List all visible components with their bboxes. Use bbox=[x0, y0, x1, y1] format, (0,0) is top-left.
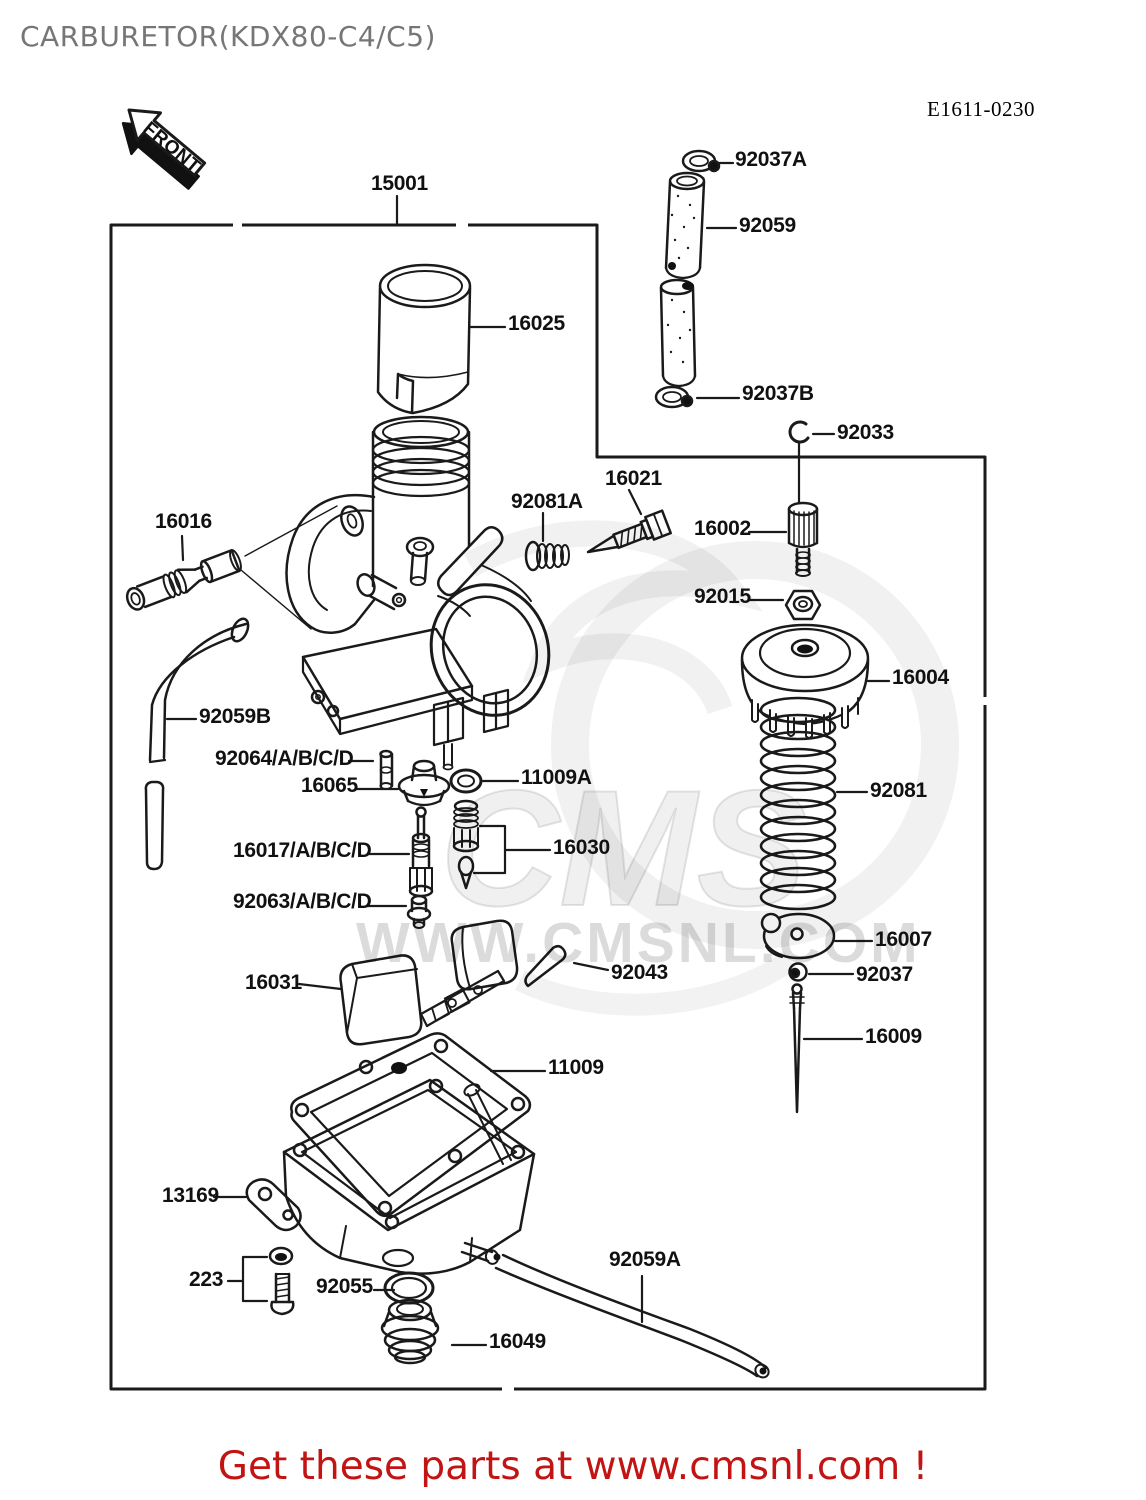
part-label-92037[interactable]: 92037 bbox=[856, 963, 913, 986]
throttle-valve-16025-drawing bbox=[376, 263, 472, 415]
jet-16030-drawing bbox=[452, 799, 480, 890]
part-label-92081[interactable]: 92081 bbox=[870, 779, 927, 802]
part-label-92059A[interactable]: 92059A bbox=[609, 1248, 681, 1271]
part-label-92063-A-B-C-D[interactable]: 92063/A/B/C/D bbox=[233, 890, 372, 913]
part-label-92043[interactable]: 92043 bbox=[611, 961, 668, 984]
part-label-92059B[interactable]: 92059B bbox=[199, 705, 271, 728]
part-label-13169[interactable]: 13169 bbox=[162, 1184, 219, 1207]
border-dash-gaps bbox=[233, 220, 990, 1394]
part-label-92015[interactable]: 92015 bbox=[694, 585, 751, 608]
watermark-site-text: WWW.CMSNL.COM bbox=[356, 911, 921, 975]
carburetor-body-drawing bbox=[285, 415, 551, 771]
oring-11009A-drawing bbox=[449, 768, 483, 794]
part-label-16065[interactable]: 16065 bbox=[301, 774, 358, 797]
diagram-code: E1611-0230 bbox=[927, 97, 1036, 121]
part-label-16009[interactable]: 16009 bbox=[865, 1025, 922, 1048]
needle-16009-drawing bbox=[789, 983, 805, 1114]
part-label-16004[interactable]: 16004 bbox=[892, 666, 949, 689]
hose-92059A-drawing bbox=[494, 1253, 770, 1379]
part-label-92037B[interactable]: 92037B bbox=[742, 382, 814, 405]
spring-92081A-drawing bbox=[524, 540, 570, 572]
hose-92059B-drawing bbox=[144, 617, 250, 871]
spring-92081-drawing bbox=[759, 696, 837, 911]
part-label-16002[interactable]: 16002 bbox=[694, 517, 751, 540]
assembly-boundary-box bbox=[109, 223, 987, 1391]
part-label-92033[interactable]: 92033 bbox=[837, 421, 894, 444]
seat-16065-drawing bbox=[397, 759, 451, 807]
part-label-92081A[interactable]: 92081A bbox=[511, 490, 583, 513]
plate-16007-drawing bbox=[760, 912, 836, 960]
watermark: CMS WWW.CMSNL.COM bbox=[356, 520, 959, 1016]
nut-92015-drawing bbox=[784, 589, 822, 621]
part-label-15001[interactable]: 15001 bbox=[371, 172, 428, 195]
watermark-logo-text: CMS bbox=[440, 756, 807, 940]
air-screw-16021-drawing bbox=[586, 509, 672, 554]
part-label-92059[interactable]: 92059 bbox=[739, 214, 796, 237]
part-label-92064-A-B-C-D[interactable]: 92064/A/B/C/D bbox=[215, 747, 354, 770]
part-label-16021[interactable]: 16021 bbox=[605, 467, 662, 490]
gasket-11009-drawing bbox=[290, 1032, 532, 1217]
part-label-16030[interactable]: 16030 bbox=[553, 836, 610, 859]
screw-92063-drawing bbox=[406, 894, 432, 929]
screw-223-drawing bbox=[268, 1246, 295, 1316]
part-label-16016[interactable]: 16016 bbox=[155, 510, 212, 533]
plug-16049-drawing bbox=[380, 1298, 440, 1365]
part-label-16017-A-B-C-D[interactable]: 16017/A/B/C/D bbox=[233, 839, 372, 862]
part-label-16025[interactable]: 16025 bbox=[508, 312, 565, 335]
float-pin-92043-drawing bbox=[524, 945, 567, 988]
part-label-92037A[interactable]: 92037A bbox=[735, 148, 807, 171]
part-label-11009A[interactable]: 11009A bbox=[521, 766, 592, 789]
washer-92037-drawing bbox=[788, 962, 808, 982]
pin-92064-drawing bbox=[379, 749, 394, 790]
part-label-11009[interactable]: 11009 bbox=[548, 1056, 604, 1079]
tube-92059-drawing bbox=[654, 149, 721, 409]
page-title: CARBURETOR(KDX80-C4/C5) bbox=[20, 20, 436, 53]
leader-lines bbox=[165, 161, 891, 1347]
screw-16016-drawing bbox=[125, 548, 242, 611]
footer-banner[interactable]: Get these parts at www.cmsnl.com ! bbox=[217, 1444, 929, 1489]
part-label-16049[interactable]: 16049 bbox=[489, 1330, 546, 1353]
part-label-16007[interactable]: 16007 bbox=[875, 928, 932, 951]
part-label-16031[interactable]: 16031 bbox=[245, 971, 302, 994]
float-16031-drawing bbox=[339, 919, 519, 1046]
clip-92033-drawing bbox=[788, 420, 810, 444]
needle-jet-16017-drawing bbox=[408, 806, 434, 898]
part-label-223[interactable]: 223 bbox=[189, 1268, 224, 1291]
adjuster-16002-drawing bbox=[787, 501, 819, 577]
part-label-92055[interactable]: 92055 bbox=[316, 1275, 373, 1298]
float-bowl-drawing bbox=[282, 1078, 536, 1275]
bracket-13169-drawing bbox=[245, 1178, 302, 1232]
